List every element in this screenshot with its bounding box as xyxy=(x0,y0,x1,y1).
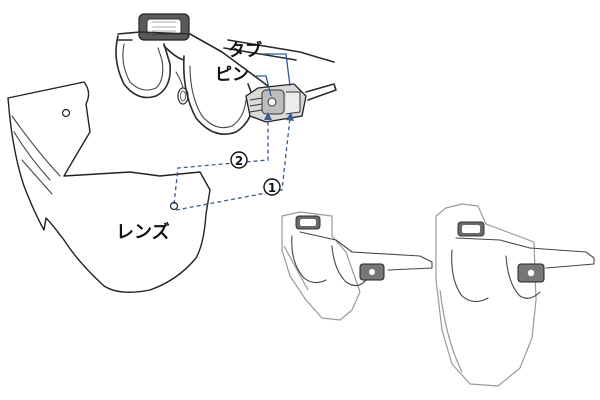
pin-label: ピン xyxy=(215,65,249,85)
tab-label: タブ xyxy=(228,40,262,61)
tab-leader xyxy=(262,53,291,87)
assembled-clip-tall xyxy=(517,263,545,283)
pin-leader xyxy=(256,75,272,97)
step-1-marker: 1 xyxy=(263,178,281,196)
assembled-view-tall xyxy=(435,203,595,387)
guide-lines xyxy=(173,112,294,211)
svg-text:2: 2 xyxy=(235,154,243,168)
lens-detached xyxy=(7,81,211,293)
lens-label: レンズ xyxy=(116,221,170,243)
side-clip xyxy=(245,83,307,123)
assembled-clip-short xyxy=(359,263,385,281)
step-2-marker: 2 xyxy=(230,151,248,169)
assembled-view-short xyxy=(281,211,433,321)
svg-text:1: 1 xyxy=(268,181,276,195)
top-clip xyxy=(138,13,190,41)
